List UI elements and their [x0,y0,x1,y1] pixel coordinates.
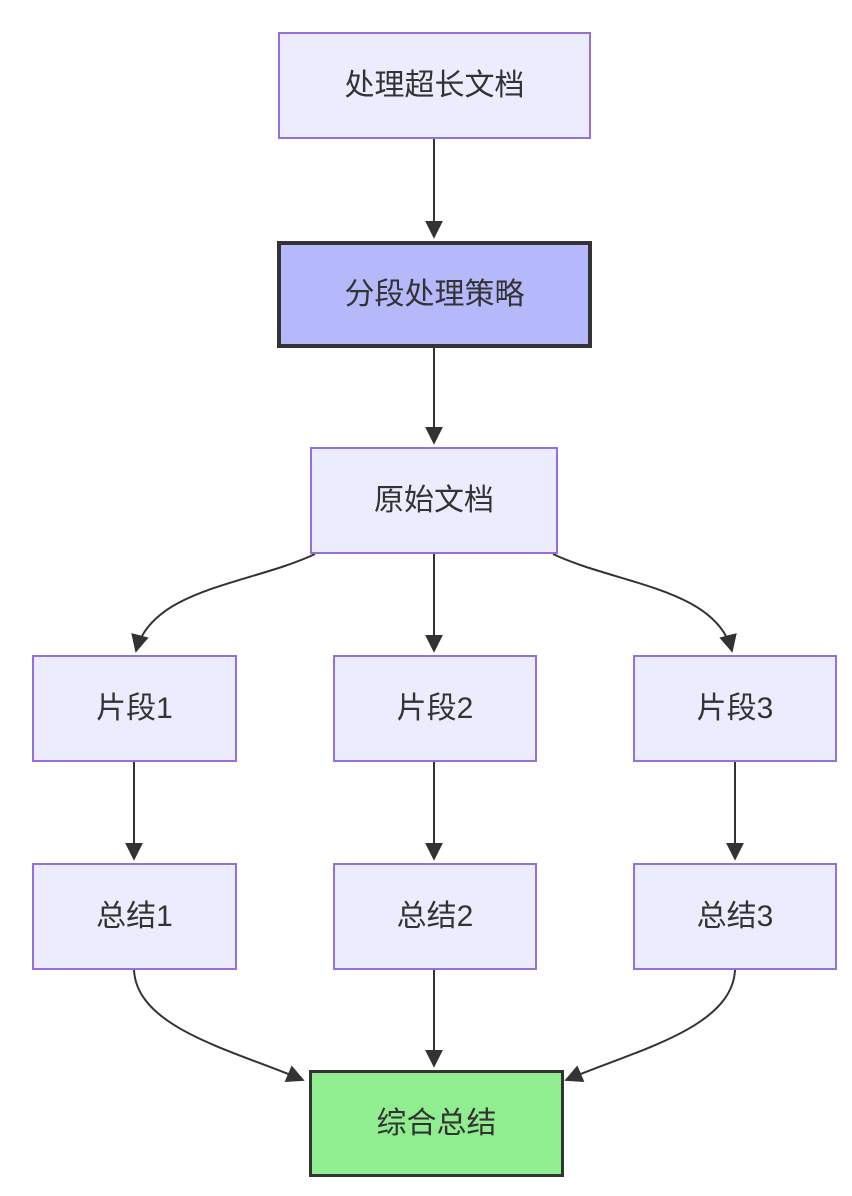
node-original-document: 原始文档 [310,447,558,554]
node-segment-3: 片段3 [633,655,837,762]
node-label: 综合总结 [376,1106,497,1140]
node-label: 片段2 [396,691,474,725]
node-combined-summary: 综合总结 [309,1070,564,1177]
edge-source-seg3 [552,553,737,653]
node-segment-1: 片段1 [32,655,237,762]
node-summary-2: 总结2 [333,863,537,970]
node-process-long-document: 处理超长文档 [278,32,591,139]
node-summary-1: 总结1 [32,863,237,970]
edge-sum3-final [564,969,736,1082]
node-label: 分段处理策略 [344,277,525,311]
edge-sum1-final [133,969,305,1082]
node-label: 原始文档 [374,483,494,517]
node-segment-2: 片段2 [333,655,537,762]
node-label: 片段3 [696,691,774,725]
node-segmentation-strategy: 分段处理策略 [277,241,592,348]
node-label: 片段1 [96,691,173,725]
node-summary-3: 总结3 [633,863,837,970]
node-label: 处理超长文档 [344,68,525,102]
edge-source-seg1 [131,553,316,653]
node-label: 总结3 [696,899,774,933]
node-label: 总结1 [96,899,173,933]
node-label: 总结2 [396,899,474,933]
